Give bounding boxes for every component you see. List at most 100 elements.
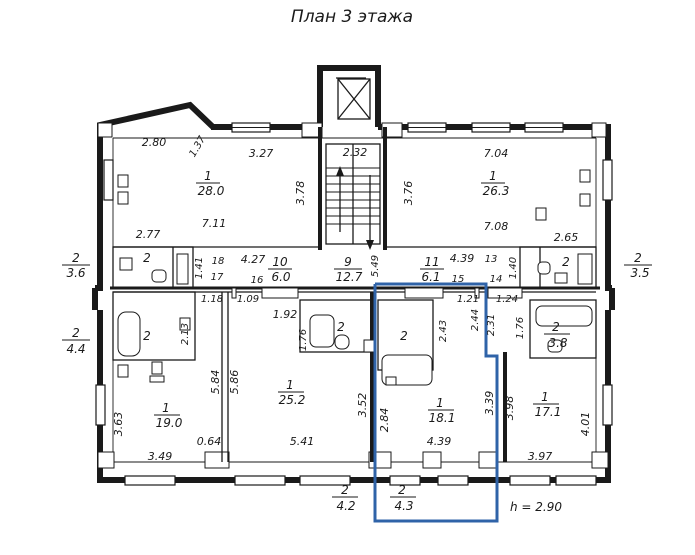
fixtures bbox=[117, 169, 591, 386]
dim-label: 1.76 bbox=[515, 317, 526, 339]
svg-text:2: 2 bbox=[72, 326, 80, 340]
dim-label: 5.86 bbox=[228, 370, 241, 395]
room-label: 1 18.1 bbox=[428, 396, 455, 425]
svg-text:12.7: 12.7 bbox=[336, 270, 363, 284]
svg-text:4.3: 4.3 bbox=[394, 499, 413, 513]
dim-label: 2.13 bbox=[180, 323, 191, 345]
dimension-labels: 2.80 1.37 3.27 2.32 7.04 3.78 3.76 7.11 … bbox=[112, 134, 592, 463]
room-number: 2 bbox=[143, 251, 151, 265]
dim-label: 1.24 bbox=[496, 294, 518, 305]
svg-text:3.5: 3.5 bbox=[630, 266, 649, 280]
svg-text:1: 1 bbox=[286, 378, 294, 392]
svg-text:1: 1 bbox=[436, 396, 444, 410]
svg-text:10: 10 bbox=[272, 255, 288, 269]
dim-label: 3.52 bbox=[356, 393, 369, 418]
dim-label: 0.64 bbox=[197, 435, 222, 448]
svg-text:26.3: 26.3 bbox=[483, 184, 510, 198]
dim-label: 5.49 bbox=[370, 255, 381, 277]
room-label: 11 6.1 bbox=[420, 255, 444, 284]
dim-label: 18 bbox=[212, 256, 225, 267]
dim-label: 1.18 bbox=[201, 294, 223, 305]
dim-label: 1.09 bbox=[237, 294, 259, 305]
svg-text:6.0: 6.0 bbox=[271, 270, 290, 284]
room-label: 9 12.7 bbox=[334, 255, 363, 284]
dim-label: 3.97 bbox=[528, 450, 553, 463]
room-label: 1 26.3 bbox=[481, 169, 509, 198]
dim-label: 2.31 bbox=[486, 314, 497, 336]
dim-label: 2.43 bbox=[438, 320, 449, 342]
dim-label: 3.98 bbox=[503, 396, 516, 421]
dim-label: 1.40 bbox=[508, 257, 519, 279]
dim-label: 15 bbox=[452, 274, 465, 285]
dim-label: 3.27 bbox=[249, 147, 274, 160]
interior-walls bbox=[110, 127, 600, 462]
room-label: 2 4.2 bbox=[332, 483, 358, 513]
svg-text:1: 1 bbox=[162, 401, 170, 415]
svg-text:1: 1 bbox=[541, 390, 549, 404]
svg-text:1: 1 bbox=[204, 169, 212, 183]
svg-text:2: 2 bbox=[341, 483, 349, 497]
dim-label: 1.21 bbox=[457, 294, 479, 305]
svg-text:17.1: 17.1 bbox=[535, 405, 562, 419]
room-label: 1 19.0 bbox=[154, 401, 183, 430]
svg-text:19.0: 19.0 bbox=[156, 416, 183, 430]
dim-label: 3.49 bbox=[148, 450, 173, 463]
svg-text:6.1: 6.1 bbox=[421, 270, 440, 284]
dim-label: 7.04 bbox=[484, 147, 509, 160]
room-number: 2 bbox=[337, 320, 345, 334]
svg-text:9: 9 bbox=[344, 255, 352, 269]
dim-label: 17 bbox=[211, 272, 224, 283]
dim-label: 5.84 bbox=[209, 370, 222, 395]
svg-text:11: 11 bbox=[424, 255, 439, 269]
svg-text:18.1: 18.1 bbox=[429, 411, 456, 425]
dim-label: 3.78 bbox=[294, 181, 307, 206]
room-number: 2 bbox=[400, 329, 408, 343]
room-label: 1 17.1 bbox=[533, 390, 561, 419]
room-label: 10 6.0 bbox=[268, 255, 292, 284]
staircase bbox=[325, 143, 381, 250]
dim-label: 13 bbox=[485, 254, 498, 265]
ceiling-height-note: h = 2.90 bbox=[510, 500, 562, 514]
dim-label: 4.39 bbox=[450, 252, 475, 265]
svg-text:2: 2 bbox=[72, 251, 80, 265]
dim-label: 14 bbox=[490, 274, 503, 285]
svg-text:1: 1 bbox=[489, 169, 497, 183]
svg-text:3.6: 3.6 bbox=[66, 266, 85, 280]
dim-label: 2.84 bbox=[378, 408, 391, 433]
room-label: 1 28.0 bbox=[196, 169, 225, 198]
dim-label: 2.44 bbox=[470, 309, 481, 331]
windows bbox=[95, 122, 613, 486]
dim-label: 16 bbox=[251, 275, 264, 286]
dim-label: 2.65 bbox=[554, 231, 579, 244]
plan-title: План 3 этажа bbox=[291, 7, 413, 27]
svg-text:25.2: 25.2 bbox=[279, 393, 306, 407]
dim-label: 4.39 bbox=[427, 435, 452, 448]
room-label: 2 3.8 bbox=[544, 320, 570, 350]
room-label: 2 3.6 bbox=[62, 251, 90, 280]
dim-label: 2.80 bbox=[142, 136, 167, 149]
room-label: 2 4.4 bbox=[62, 326, 90, 356]
dim-label: 7.11 bbox=[202, 217, 227, 230]
room-label: 1 25.2 bbox=[278, 378, 305, 407]
svg-text:3.8: 3.8 bbox=[548, 336, 567, 350]
dim-label: 5.41 bbox=[290, 435, 315, 448]
svg-text:4.4: 4.4 bbox=[66, 342, 85, 356]
room-label: 2 3.5 bbox=[624, 251, 652, 280]
dim-label: 2.32 bbox=[343, 146, 368, 159]
dim-label: 1.41 bbox=[194, 257, 205, 279]
room-label: 2 4.3 bbox=[390, 483, 416, 513]
dim-label: 3.39 bbox=[483, 391, 496, 416]
dim-label: 1.76 bbox=[298, 329, 309, 351]
room-labels: 1 28.0 1 26.3 1 19.0 1 25.2 1 18.1 1 17.… bbox=[62, 169, 652, 513]
dim-label: 4.01 bbox=[579, 412, 592, 437]
svg-text:2: 2 bbox=[634, 251, 642, 265]
svg-text:28.0: 28.0 bbox=[198, 184, 225, 198]
svg-text:2: 2 bbox=[398, 483, 406, 497]
dim-label: 2.77 bbox=[136, 228, 161, 241]
svg-text:2: 2 bbox=[552, 320, 560, 334]
dim-label: 4.27 bbox=[241, 253, 266, 266]
dim-label: 1.92 bbox=[273, 308, 298, 321]
highlighted-apartment bbox=[373, 282, 499, 523]
room-number: 2 bbox=[562, 255, 570, 269]
